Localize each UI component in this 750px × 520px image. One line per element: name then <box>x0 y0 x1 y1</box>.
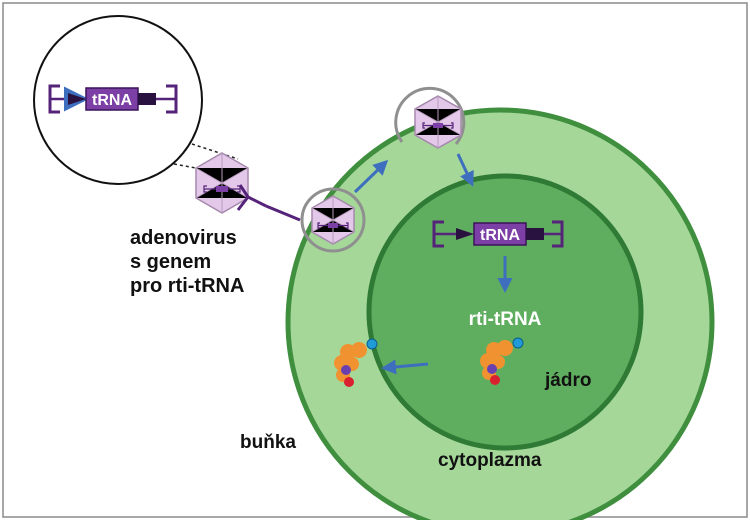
blue-dot <box>366 338 378 350</box>
blue-dot <box>512 337 524 349</box>
arrow-endosome-to-escape <box>353 159 389 194</box>
trna-construct-zoomed <box>48 84 178 114</box>
arrow-nucleus-to-cytoplasm <box>381 359 429 375</box>
nucleus-label: jádro <box>544 370 591 391</box>
virus-caption-line-1: adenovirus <box>130 227 237 249</box>
endosome-membrane-open <box>394 86 466 145</box>
adenovirus-free <box>195 152 249 214</box>
receptor-icon <box>236 184 301 222</box>
trna-label-zoomed: tRNA <box>92 92 132 109</box>
virus-escaping-endosome <box>394 86 466 149</box>
promoter-arrow-icon <box>68 93 86 105</box>
virus-caption-line-3: pro rti-tRNA <box>130 275 244 297</box>
arrow-escape-to-nucleus <box>456 153 474 187</box>
red-dot <box>490 375 500 385</box>
protein-nucleus <box>480 337 524 385</box>
virus-caption-line-2: s genem <box>130 251 211 273</box>
endosome-membrane <box>300 187 366 253</box>
zoom-line-right <box>191 143 239 160</box>
cytoplasm-label: cytoplazma <box>438 450 542 471</box>
purple-dot <box>487 364 497 374</box>
promoter-arrow-icon <box>456 228 474 240</box>
rti-trna-label: rti-tRNA <box>469 309 542 330</box>
protein-cytoplasm <box>334 338 378 387</box>
nucleus <box>366 173 644 451</box>
trna-label-nucleus: tRNA <box>480 227 520 244</box>
cell-label: buňka <box>240 432 296 453</box>
red-dot <box>344 377 354 387</box>
trna-construct-nucleus <box>432 220 564 248</box>
virus-in-endosome <box>300 187 366 253</box>
purple-dot <box>341 365 351 375</box>
